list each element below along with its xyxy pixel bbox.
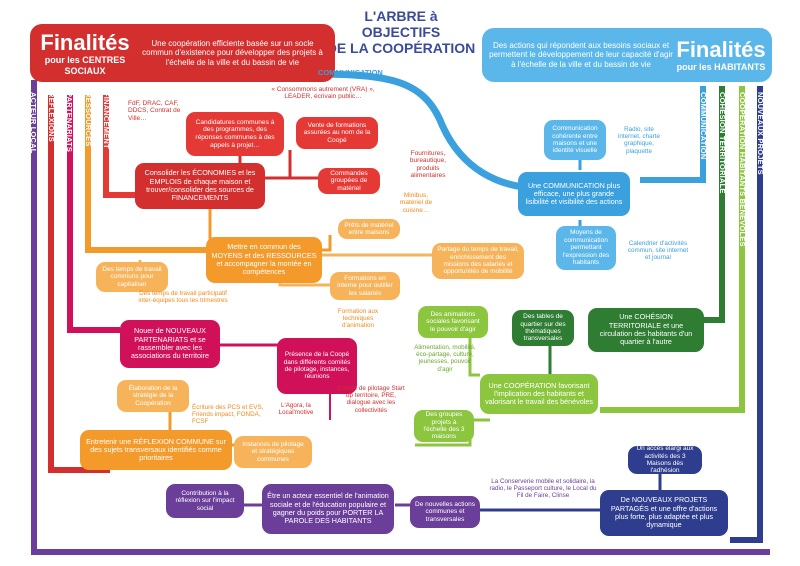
node-commandes: Commandes groupées de matériel — [318, 168, 380, 194]
node-partenariats: Nouer de NOUVEAUX PARTENARIATS et se ras… — [120, 320, 220, 368]
note-ecriture: Écriture des PCS et EVS, Friends impact,… — [192, 404, 264, 426]
note-conserverie: La Conserverie mobile et solidaire, la r… — [489, 478, 597, 500]
node-moyens: Moyens de communication permettant l'exp… — [556, 226, 616, 270]
note-radio: Radio, site internet, charte graphique, … — [617, 126, 660, 155]
node-contribution: Contribution à la réflexion sur l'impact… — [166, 484, 244, 518]
node-formations-interne: Formations en interne pour outiller les … — [330, 272, 400, 300]
node-cooperation: Une COOPÉRATION favorisant l'implication… — [480, 374, 598, 414]
note-consommons: « Consommons autrement (VRA) », LEADER, … — [271, 86, 375, 101]
node-partage-temps: Partage du temps de travail, enrichissem… — [432, 243, 524, 279]
node-communication: Une COMMUNICATION plus efficace, une plu… — [518, 172, 630, 216]
right-panel-title: Finalités — [676, 37, 766, 63]
node-vente: Vente de formations assurées au nom de l… — [296, 117, 378, 149]
node-reflexion: Entretenir une RÉFLEXION COMMUNE sur des… — [80, 430, 232, 470]
left-panel-heading: Finalités pour les CENTRES SOCIAUX — [35, 30, 135, 76]
diagram-title: L'ARBRE à OBJECTIFS DE LA COOPÉRATION — [326, 8, 476, 56]
note-temps-participatif: Des temps de travail participatif inter-… — [138, 290, 228, 305]
node-economies: Consolider les ÉCONOMIES et les EMPLOIS … — [135, 163, 265, 209]
band-cooperation-label: COOPÉRATION HABITANTS BÉNÉVOLES — [738, 92, 747, 247]
band-communication-right-label: COMMUNICATION — [699, 92, 708, 160]
left-panel-title: Finalités — [40, 30, 130, 55]
node-temps-travail: Des temps de travail communs pour capita… — [96, 262, 168, 292]
node-acces: Un accès élargi aux activités des 3 Mais… — [628, 445, 702, 474]
node-elaboration: Élaboration de la stratégie de la Coopér… — [117, 380, 189, 412]
node-animations: Des animations sociales favorisant le po… — [418, 306, 488, 338]
note-alimentation: Alimentation, mobilité, éco-partage, cul… — [414, 344, 476, 373]
note-calendrier: Calendrier d'activités commun, site inte… — [627, 240, 689, 262]
band-ressources-label: RESSOURCES — [84, 92, 93, 147]
node-instances: Instances de pilotage et stratégiques co… — [234, 436, 312, 468]
node-comm-coherente: Communication cohérente entre maisons et… — [544, 120, 606, 160]
right-finalities-panel: Des actions qui répondent aux besoins so… — [482, 28, 772, 82]
left-panel-subtitle: pour les CENTRES SOCIAUX — [44, 55, 126, 76]
band-acteur-local-label: ACTEUR LOCAL — [29, 92, 38, 154]
node-mutualiser: Mettre en commun des MOYENS et des RESSO… — [206, 237, 322, 283]
note-minibus: Minibus, matériel de cuisine… — [399, 192, 433, 214]
title-line-1: L'ARBRE à OBJECTIFS — [361, 8, 441, 41]
node-presence: Présence de la Coopé dans différents com… — [277, 338, 357, 394]
note-agora: L'Agora, la Local'motive — [278, 402, 314, 417]
title-line-2: DE LA COOPÉRATION — [326, 40, 476, 57]
node-prets: Prêts de matériel entre maisons — [338, 219, 400, 239]
right-panel-heading: Finalités pour les HABITANTS — [675, 37, 767, 73]
node-acteur: Être un acteur essentiel de l'animation … — [262, 484, 394, 534]
right-panel-subtitle: pour les HABITANTS — [676, 62, 766, 73]
note-comite: Comité de pilotage Start up territoire, … — [337, 385, 405, 414]
band-communication-label: COMMUNICATION — [318, 68, 383, 77]
node-cohesion: Une COHÉSION TERRITORIALE et une circula… — [588, 308, 704, 352]
node-groupes: Des groupes projets à l'échelle des 3 ma… — [414, 410, 474, 442]
left-panel-description: Une coopération efficiente basée sur un … — [142, 39, 323, 67]
band-financement-label: FINANCEMENT — [102, 92, 111, 149]
node-nouvelles-actions: De nouvelles actions communes et transve… — [410, 496, 480, 528]
note-fournitures: Fournitures, bureautique, produits alime… — [409, 150, 447, 180]
band-nouveaux-projets-label: NOUVEAUX PROJETS — [756, 92, 765, 175]
node-nouveaux-projets: De NOUVEAUX PROJETS PARTAGÉS et une offr… — [600, 490, 728, 536]
node-tables: Des tables de quartier sur des thématiqu… — [512, 310, 574, 346]
note-fdf: FdF, DRAC, CAF, DDCS, Contrat de Ville… — [128, 100, 181, 122]
left-finalities-panel: Finalités pour les CENTRES SOCIAUX Une c… — [30, 24, 335, 82]
note-formation-techniques: Formation aux techniques d'animation — [337, 308, 379, 330]
band-cohesion-label: COHÉSION TERRITORIALE — [718, 92, 727, 194]
band-reflexions-label: RÉFLEXIONS — [47, 92, 56, 142]
right-panel-description: Des actions qui répondent aux besoins so… — [489, 41, 673, 69]
node-candidatures: Candidatures communes à des programmes, … — [186, 112, 284, 156]
band-partenariats-label: PARTENARIATS — [65, 92, 74, 153]
